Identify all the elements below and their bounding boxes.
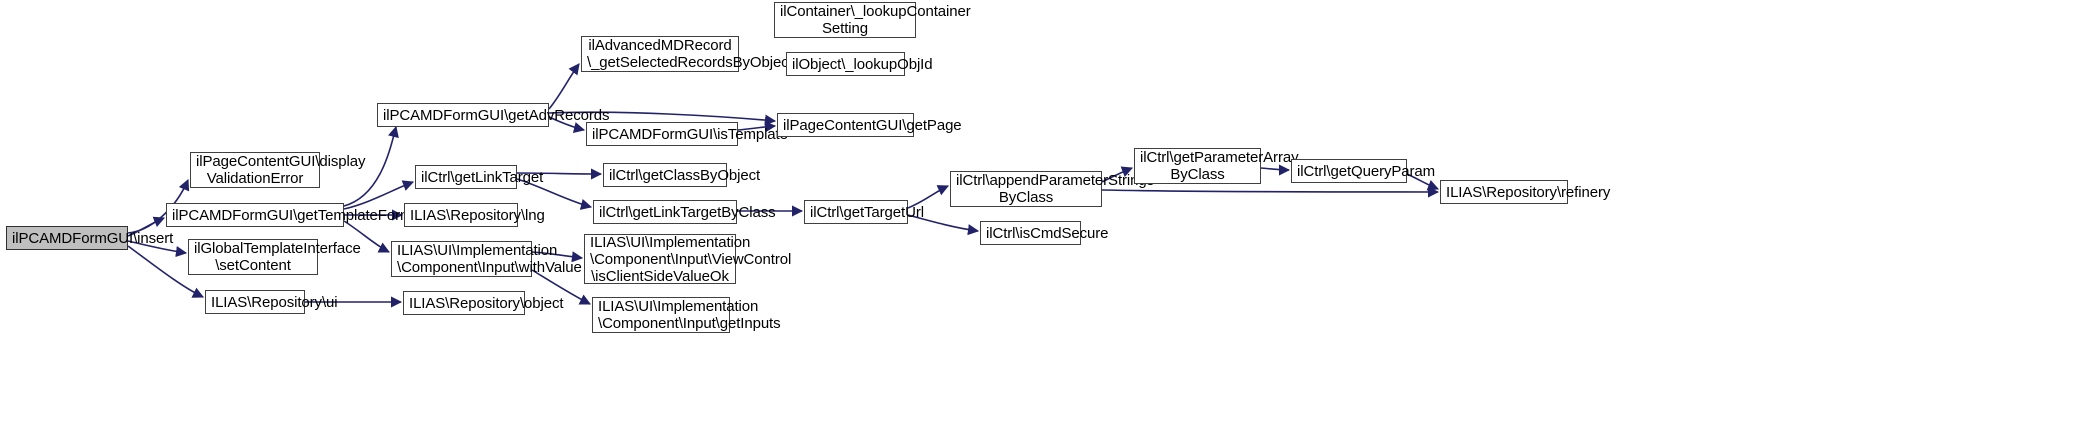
- graph-node-label-getSelectedRecords: ilAdvancedMDRecord \_getSelectedRecordsB…: [587, 37, 793, 71]
- graph-node-isClientSideValueOk[interactable]: ILIAS\UI\Implementation \Component\Input…: [584, 233, 792, 285]
- graph-node-getTemplateForm[interactable]: ilPCAMDFormGUI\getTemplateForm: [166, 203, 413, 227]
- graph-node-label-getPage: ilPageContentGUI\getPage: [783, 116, 962, 134]
- graph-node-label-repoObject: ILIAS\Repository\object: [409, 294, 564, 312]
- graph-node-getInputs[interactable]: ILIAS\UI\Implementation \Component\Input…: [592, 297, 781, 333]
- graph-node-setContent[interactable]: ilGlobalTemplateInterface \setContent: [188, 239, 361, 275]
- call-edge-getAdvRecords-to-getSelectedRecords: [548, 63, 580, 110]
- graph-node-label-getQueryParam: ilCtrl\getQueryParam: [1297, 162, 1436, 180]
- graph-node-label-withValue: ILIAS\UI\Implementation \Component\Input…: [397, 242, 582, 276]
- edge-group: [127, 63, 1440, 308]
- graph-node-label-getParameterArray: ilCtrl\getParameterArray ByClass: [1140, 149, 1299, 183]
- graph-node-label-getTargetUrl: ilCtrl\getTargetUrl: [810, 203, 924, 221]
- graph-node-withValue[interactable]: ILIAS\UI\Implementation \Component\Input…: [391, 241, 582, 277]
- graph-node-label-lookupContainer: ilContainer\_lookupContainer Setting: [780, 3, 971, 37]
- graph-node-label-getLinkTargetByClass: ilCtrl\getLinkTargetByClass: [599, 203, 776, 221]
- graph-node-repoUi[interactable]: ILIAS\Repository\ui: [205, 290, 338, 314]
- graph-node-lookupContainer[interactable]: ilContainer\_lookupContainer Setting: [774, 2, 971, 38]
- graph-node-label-isTemplate: ilPCAMDFormGUI\isTemplate: [592, 125, 788, 143]
- graph-node-isCmdSecure[interactable]: ilCtrl\isCmdSecure: [980, 221, 1109, 245]
- call-edge-appendParamStrings-to-refinery: [1101, 186, 1440, 198]
- graph-node-label-getClassByObject: ilCtrl\getClassByObject: [609, 166, 761, 184]
- graph-node-label-repoUi: ILIAS\Repository\ui: [211, 293, 338, 311]
- graph-node-refinery[interactable]: ILIAS\Repository\refinery: [1440, 180, 1611, 204]
- graph-node-label-refinery: ILIAS\Repository\refinery: [1446, 183, 1611, 201]
- graph-node-repoObject[interactable]: ILIAS\Repository\object: [403, 291, 564, 315]
- graph-node-label-appendParamStrings: ilCtrl\appendParameterStrings ByClass: [956, 172, 1155, 206]
- graph-node-label-setContent: ilGlobalTemplateInterface \setContent: [194, 240, 361, 274]
- graph-node-lookupObjId[interactable]: ilObject\_lookupObjId: [786, 52, 933, 76]
- graph-node-label-displayValidation: ilPageContentGUI\display ValidationError: [196, 153, 366, 187]
- graph-node-getAdvRecords[interactable]: ilPCAMDFormGUI\getAdvRecords: [377, 103, 610, 127]
- graph-node-label-getLinkTarget: ilCtrl\getLinkTarget: [421, 168, 544, 186]
- graph-node-insert[interactable]: ilPCAMDFormGUI\insert: [6, 226, 174, 250]
- graph-node-label-lookupObjId: ilObject\_lookupObjId: [792, 55, 933, 73]
- graph-node-getSelectedRecords[interactable]: ilAdvancedMDRecord \_getSelectedRecordsB…: [581, 36, 793, 72]
- graph-node-getLinkTarget[interactable]: ilCtrl\getLinkTarget: [415, 165, 544, 189]
- graph-node-repoLng[interactable]: ILIAS\Repository\lng: [404, 203, 545, 227]
- graph-node-label-getInputs: ILIAS\UI\Implementation \Component\Input…: [598, 298, 781, 332]
- graph-node-label-isClientSideValueOk: ILIAS\UI\Implementation \Component\Input…: [590, 233, 792, 285]
- graph-node-getPage[interactable]: ilPageContentGUI\getPage: [777, 113, 962, 137]
- graph-node-getTargetUrl[interactable]: ilCtrl\getTargetUrl: [804, 200, 924, 224]
- graph-node-getParameterArray[interactable]: ilCtrl\getParameterArray ByClass: [1134, 148, 1299, 184]
- graph-node-label-getAdvRecords: ilPCAMDFormGUI\getAdvRecords: [383, 106, 610, 124]
- graph-node-label-isCmdSecure: ilCtrl\isCmdSecure: [986, 224, 1109, 242]
- graph-node-getQueryParam[interactable]: ilCtrl\getQueryParam: [1291, 159, 1436, 183]
- graph-node-displayValidation[interactable]: ilPageContentGUI\display ValidationError: [190, 152, 366, 188]
- call-edge-getTemplateForm-to-getLinkTarget: [343, 180, 415, 210]
- graph-node-label-getTemplateForm: ilPCAMDFormGUI\getTemplateForm: [172, 206, 413, 224]
- graph-node-getClassByObject[interactable]: ilCtrl\getClassByObject: [603, 163, 761, 187]
- graph-node-getLinkTargetByClass[interactable]: ilCtrl\getLinkTargetByClass: [593, 200, 776, 224]
- graph-node-label-repoLng: ILIAS\Repository\lng: [410, 206, 545, 224]
- graph-node-label-insert: ilPCAMDFormGUI\insert: [12, 229, 174, 247]
- call-edge-getParameterArray-to-getQueryParam: [1260, 164, 1291, 176]
- graph-node-isTemplate[interactable]: ilPCAMDFormGUI\isTemplate: [586, 122, 788, 146]
- graph-node-appendParamStrings[interactable]: ilCtrl\appendParameterStrings ByClass: [950, 171, 1155, 207]
